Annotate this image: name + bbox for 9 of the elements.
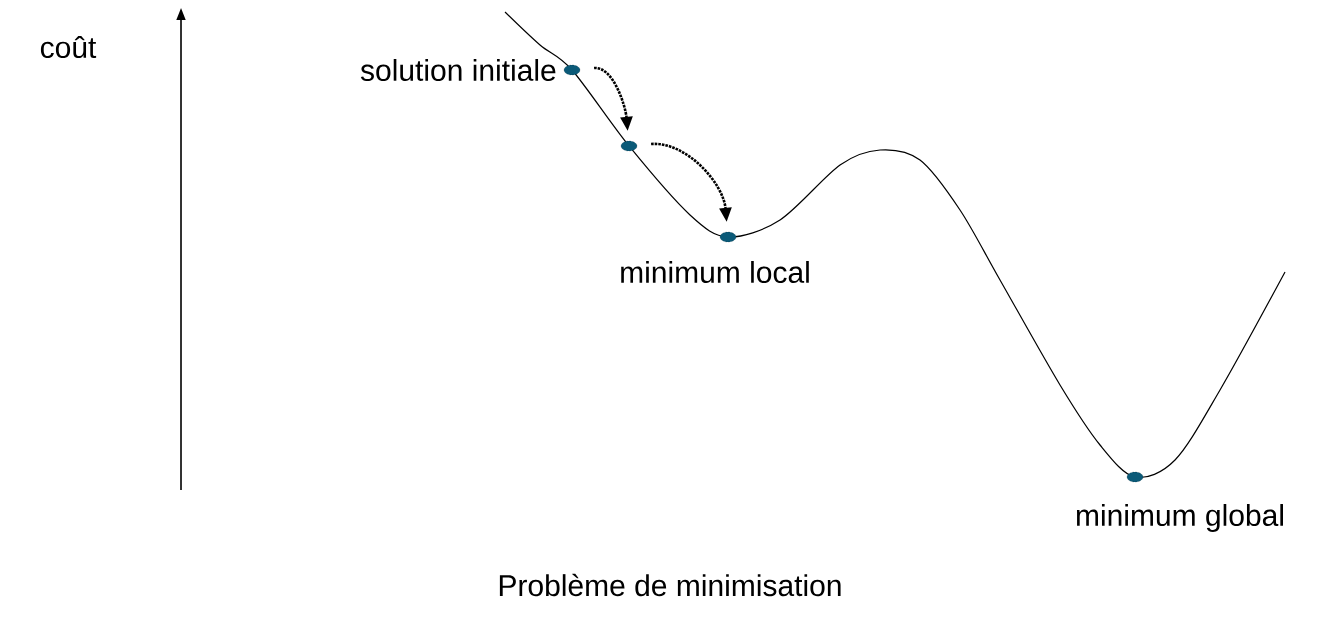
point-label: minimum local (621, 261, 809, 283)
axis-label: coût (40, 35, 97, 59)
point-marker (1126, 471, 1144, 483)
point-marker (620, 140, 638, 152)
point-label: solution initiale (360, 59, 556, 81)
point-label: minimum global (1076, 504, 1283, 532)
caption: Problème de minimisation (499, 573, 841, 597)
point-marker (719, 231, 737, 243)
point-marker (563, 64, 581, 76)
